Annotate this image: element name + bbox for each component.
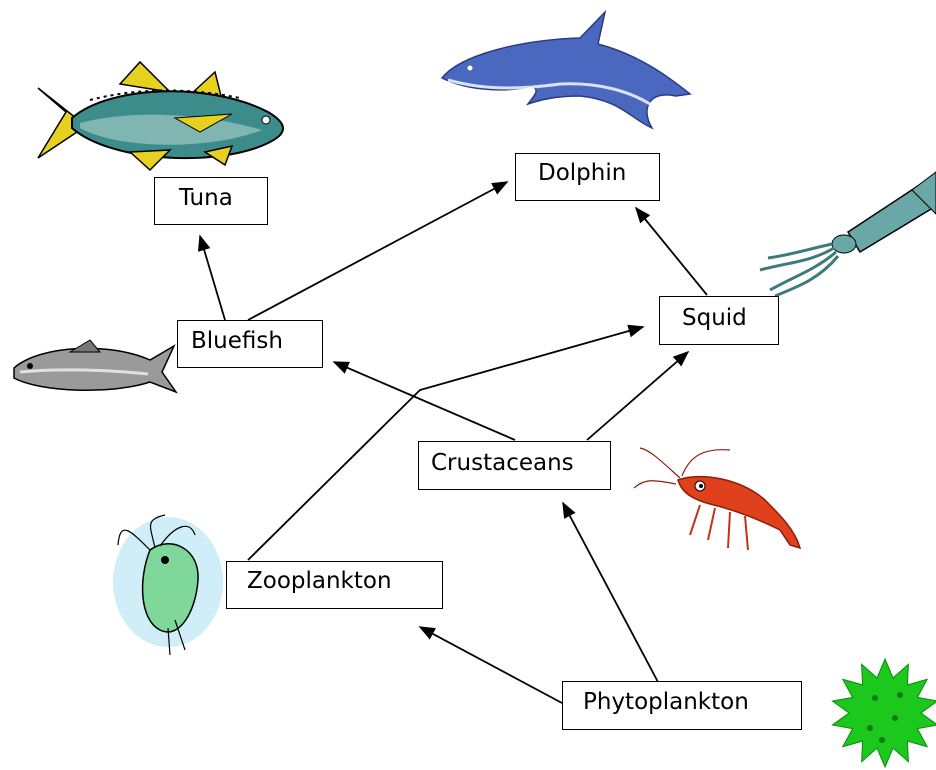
edge-crustaceans-to-bluefish: [334, 362, 515, 440]
node-crustaceans-label: Crustaceans: [431, 452, 574, 475]
edge-crustaceans-to-squid: [587, 352, 688, 440]
node-dolphin-label: Dolphin: [538, 162, 626, 185]
node-tuna: Tuna: [154, 177, 268, 225]
edge-bluefish-to-tuna: [200, 236, 225, 320]
node-phytoplankton: Phytoplankton: [562, 681, 802, 730]
edge-squid-to-dolphin: [636, 208, 707, 295]
edge-phytoplankton-to-crustaceans: [563, 503, 658, 682]
edge-bluefish-to-dolphin: [248, 182, 507, 320]
node-tuna-label: Tuna: [179, 187, 233, 210]
node-squid-label: Squid: [682, 307, 747, 330]
edge-phytoplankton-to-zooplankton: [420, 627, 562, 703]
node-bluefish-label: Bluefish: [191, 330, 283, 353]
node-dolphin: Dolphin: [515, 153, 660, 201]
node-bluefish: Bluefish: [177, 320, 323, 368]
node-squid: Squid: [659, 296, 779, 345]
node-phytoplankton-label: Phytoplankton: [583, 691, 749, 714]
node-zooplankton: Zooplankton: [226, 561, 443, 609]
node-zooplankton-label: Zooplankton: [247, 570, 392, 593]
node-crustaceans: Crustaceans: [418, 441, 611, 490]
